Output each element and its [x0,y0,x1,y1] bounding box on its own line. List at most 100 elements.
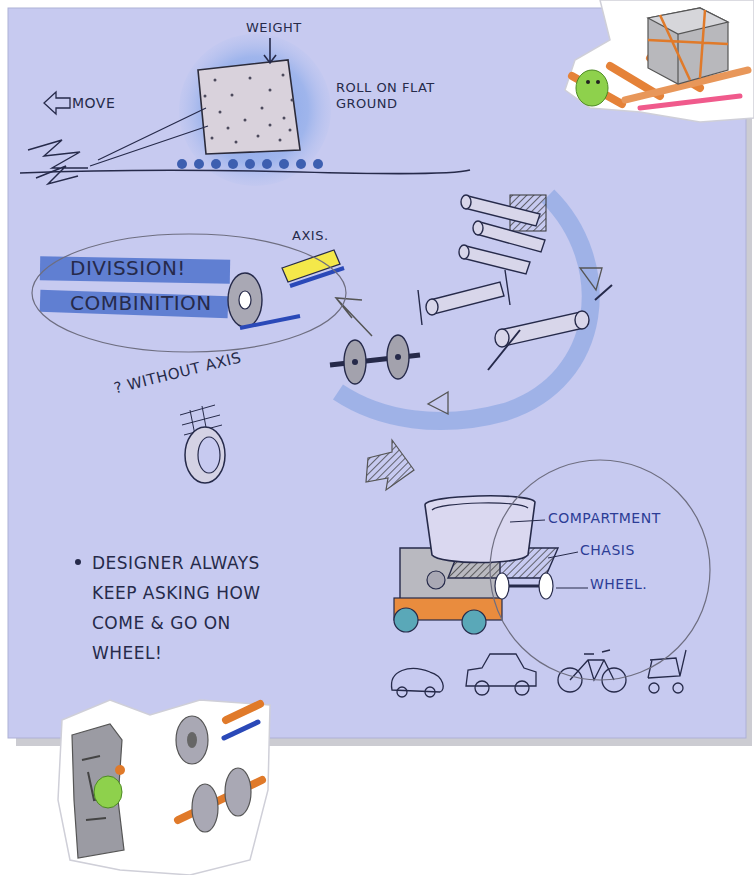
paper-sheet [8,8,752,746]
green-character-part [586,80,590,84]
cart-drawing-part [394,608,418,632]
rolling-stone-scene-part [264,38,276,63]
green-character-part [576,70,608,106]
stone-speckles-part [204,95,207,98]
roller-parts-part [500,312,584,346]
vehicle-sketches [392,650,686,697]
vehicle-sketches-part [515,681,529,695]
cycle-arrows-part [338,196,591,421]
cycle-arrows-part [428,392,448,414]
cart-drawing-part [462,610,486,634]
raft-sticker-part [565,0,754,122]
stone-speckles-part [269,124,272,127]
roller-parts-part [488,285,612,370]
moai-sticker-part [94,776,122,808]
green-character-part [596,80,600,84]
cart-circle-outline [488,458,712,682]
cart-drawing-part [539,573,553,599]
stone-speckles-part [269,89,272,92]
vehicle-sketches-part [673,683,683,693]
moai-sticker-part [226,704,260,720]
design-note: DESIGNER ALWAYS KEEP ASKING HOW COME & G… [92,548,272,668]
wheels-on-axle-part [387,335,409,379]
vehicle-sketches-part [649,683,659,693]
division-parts [40,250,344,328]
rollers [177,159,323,169]
stone-speckles [204,74,294,144]
cart-drawing-part [495,573,509,599]
stone-speckles-part [231,94,234,97]
rollers-part [228,159,238,169]
leader-lines [510,520,588,588]
roller-parts-part [575,311,589,329]
rollers-part [245,159,255,169]
moai-sticker-part [115,765,125,775]
division-parts-part [240,316,300,328]
note-label: ROLL ON FLAT GROUND [336,80,456,111]
stone-speckles-part [282,74,285,77]
rollers-part [279,159,289,169]
ring-without-axis-part [198,437,220,473]
moai-sticker-part [187,732,197,748]
stone-speckles-part [289,129,292,132]
moai-sticker-part [72,724,124,858]
division-parts-part [290,268,344,286]
moai-sticker [58,700,270,875]
division-parts-part [228,273,262,327]
idea-ellipse: DIVISSION! COMBINITION [30,232,348,354]
cart-circle-line [490,460,710,680]
paper-sheet-part [8,8,746,738]
rolling-stone-scene-part [28,140,88,184]
rollers-part [296,159,306,169]
roller-parts-part [426,299,438,315]
log-bundle [459,195,546,274]
log-bundle-part-part [476,222,545,252]
stone-speckles-part [279,139,282,142]
rollers-part [262,159,272,169]
vehicle-sketches-part [570,650,614,680]
rolling-stone-scene-part [20,170,470,174]
roller-parts [418,270,612,370]
stone-speckles-part [257,135,260,138]
stone-speckles-part [291,99,294,102]
cargo-box-part [648,10,728,80]
move-arrow [44,92,70,114]
part-callout: COMPARTMENT [548,510,708,527]
bullet-dot [75,559,81,565]
log-bundle-part-part [461,195,471,209]
stone-speckles-part [219,111,222,114]
raft-logs-part [640,96,740,108]
rolling-stone-scene-part [198,60,300,154]
stone-speckles-part [235,141,238,144]
cart-circle: COMPARTMENT CHASIS WHEEL. [488,458,712,682]
stone-speckles-part [283,117,286,120]
moai-sticker-part [224,722,258,738]
roller-parts-part [418,270,510,325]
rolling-stone-scene-part [90,108,208,166]
idea-word: DIVISSION! [70,256,270,280]
part-callout: WHEEL. [590,576,700,593]
rollers-part [194,159,204,169]
cargo-box-part [648,8,728,34]
wheels-on-axle-part [352,359,358,365]
part-callout: CHASIS [580,542,700,559]
force-label: WEIGHT [246,20,336,36]
cycle-arrows [336,196,602,421]
vehicle-sketches-part [397,687,407,697]
cycle-arrows-part [580,268,602,290]
raft-sticker [565,0,754,122]
idea-word: COMBINITION [70,291,270,315]
up-arrow [336,298,372,336]
log-bundle-part-part [462,246,530,274]
stone-speckles-part [214,79,217,82]
cargo-box [648,8,728,84]
vehicle-sketches-part [425,687,435,697]
ring-without-axis-part [185,427,225,483]
vehicle-sketches-part [648,650,686,678]
cart-drawing-part [425,496,535,563]
moai-sticker-part [192,784,218,832]
stone-speckles-part [244,119,247,122]
moai-sticker-part [58,700,270,875]
moai-sticker-part [176,716,208,764]
